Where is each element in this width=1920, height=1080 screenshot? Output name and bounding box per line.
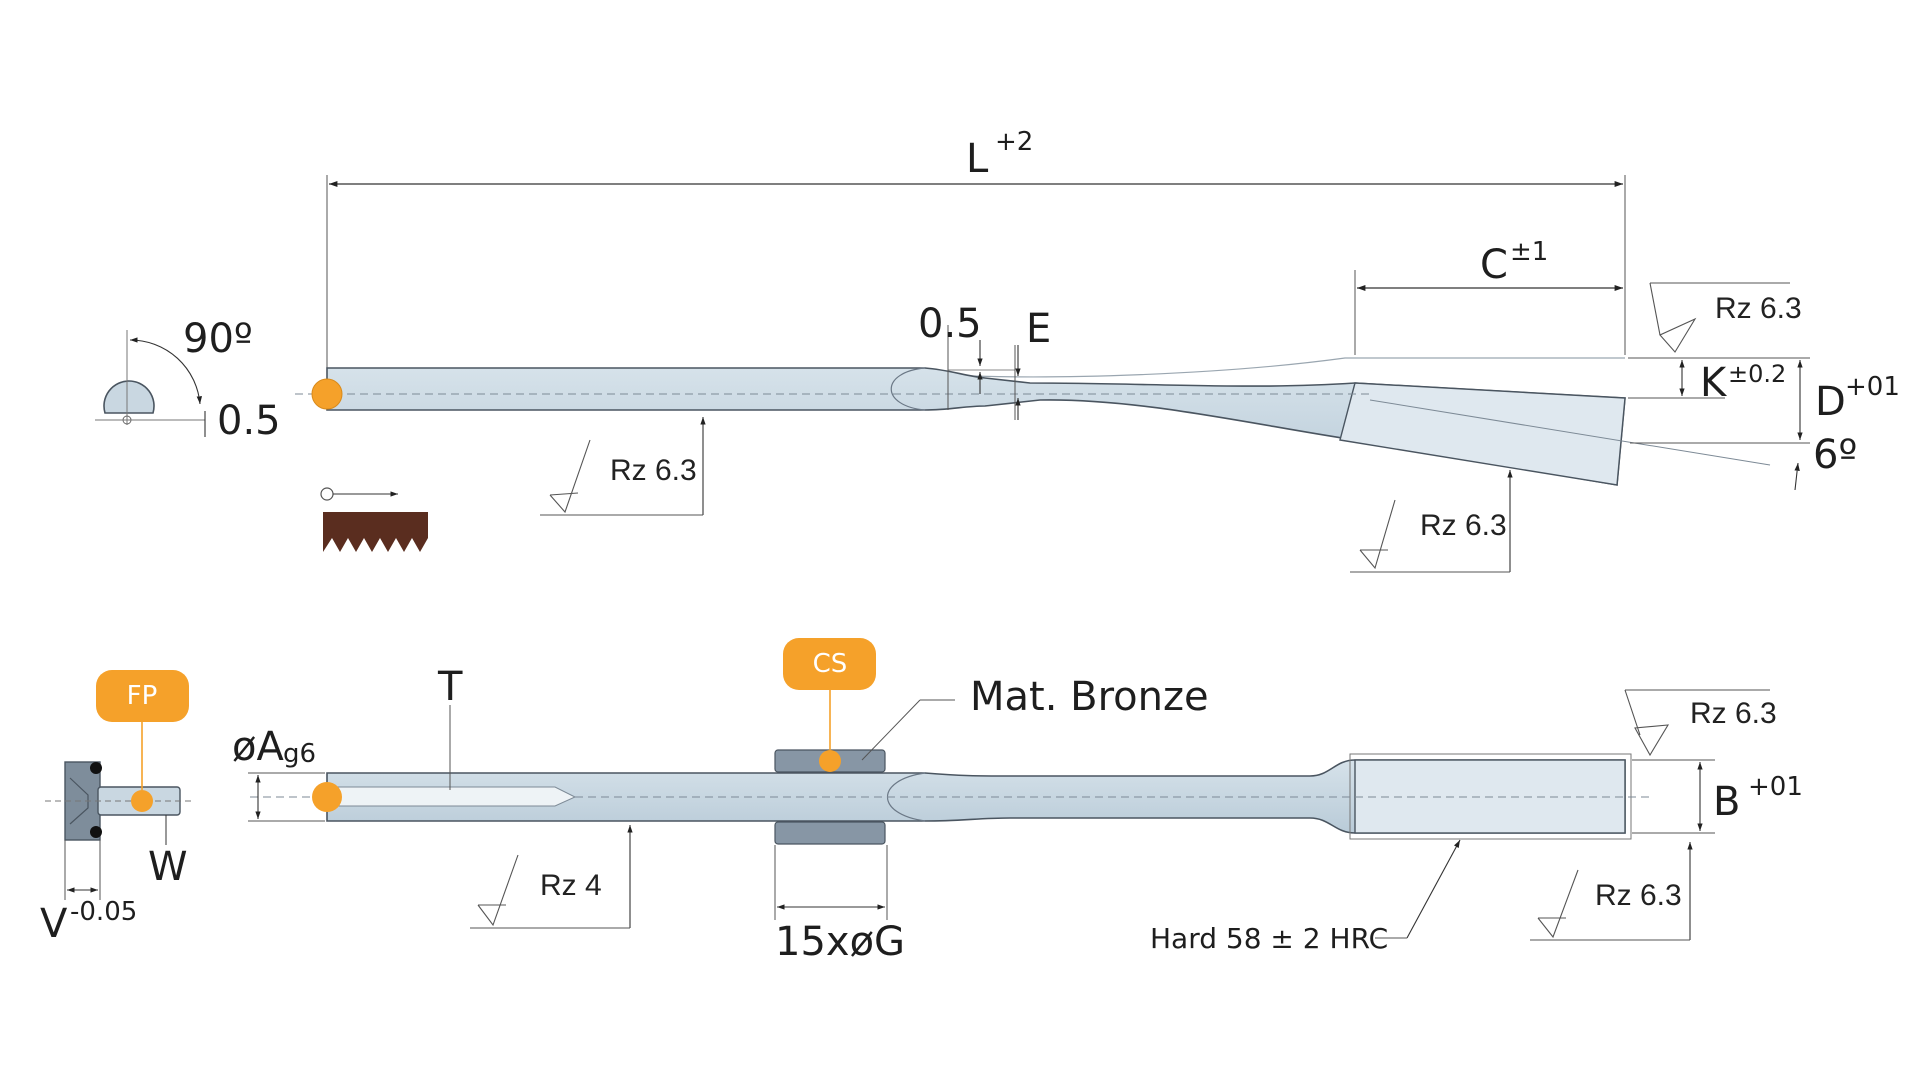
bronze-bushing: CS Mat. Bronze 15xøG (774, 638, 1209, 965)
surface-roughness-triangle-icon (477, 854, 519, 927)
roughness-bottom-shank: Rz 4 (470, 825, 633, 929)
roughness-tip-top: Rz 6.3 (1649, 282, 1802, 353)
bottom-view: FP W V -0.05 CS Mat (40, 638, 1803, 965)
dimension-diameter: øA g6 (232, 724, 325, 822)
fp-badge-label: FP (127, 681, 158, 711)
width-b-tolerance: +01 (1748, 772, 1803, 802)
top-view: L +2 C ±1 (95, 127, 1900, 573)
thread-label: T (437, 664, 463, 710)
neck-e-label: E (1026, 306, 1051, 352)
tip-length-tolerance: ±1 (1510, 237, 1548, 267)
fp-badge (96, 670, 189, 722)
screw-v-label: V (40, 901, 68, 947)
feed-direction (320, 487, 428, 552)
roughness-bottom-tip-bottom: Rz 6.3 (1530, 842, 1693, 941)
material-label: Mat. Bronze (970, 674, 1209, 720)
ejector-blade-body (295, 367, 1771, 486)
diameter-label: øA (232, 724, 284, 770)
thickness-k-tolerance: ±0.2 (1728, 360, 1786, 388)
surface-roughness-triangle-icon (1359, 499, 1396, 570)
rz-tip-top-label: Rz 6.3 (1715, 292, 1802, 325)
dimension-k-d: K ±0.2 D +01 6º (1628, 357, 1900, 491)
taper-angle-label: 6º (1813, 432, 1857, 478)
dimension-tip-c: C ±1 (1354, 237, 1623, 355)
hardness-callout: Hard 58 ± 2 HRC (1150, 839, 1461, 955)
cs-badge-label: CS (813, 649, 848, 679)
length-tolerance: +2 (995, 127, 1033, 157)
surface-roughness-triangle-icon (1624, 689, 1670, 757)
roughness-bottom-tip-top: Rz 6.3 (1624, 689, 1777, 757)
tip-length-label: C (1480, 242, 1508, 288)
screw-v-tolerance: -0.05 (70, 897, 137, 927)
orange-dot-icon (819, 750, 841, 772)
screw-detail: FP W V -0.05 (40, 670, 195, 947)
hardness-label: Hard 58 ± 2 HRC (1150, 922, 1388, 955)
dimension-groove: 0.5 E (918, 301, 1051, 420)
orange-dot-icon (131, 790, 153, 812)
count-g-label: 15xøG (775, 919, 905, 965)
teeth-icon (323, 512, 428, 552)
section-angle-label: 90º (183, 316, 253, 362)
rz-bottom-tip-bottom-label: Rz 6.3 (1595, 879, 1682, 912)
section-view: 90º 0.5 (95, 316, 281, 444)
rz-tip-bottom-label: Rz 6.3 (1420, 509, 1507, 542)
screw-w-label: W (148, 844, 188, 890)
surface-roughness-triangle-icon (549, 439, 591, 514)
orange-dot-icon (311, 378, 343, 410)
length-label: L (966, 136, 989, 182)
rz-bottom-shank-label: Rz 4 (540, 869, 602, 902)
width-b-label: B (1713, 779, 1740, 825)
dimension-width-b: B +01 (1632, 759, 1803, 834)
thickness-k-label: K (1700, 360, 1728, 406)
roughness-shank: Rz 6.3 (540, 417, 706, 516)
height-d-label: D (1815, 379, 1846, 425)
ejector-blade-bottom-body (250, 753, 1650, 840)
roughness-tip-bottom: Rz 6.3 (1350, 470, 1513, 573)
surface-roughness-triangle-icon (1537, 869, 1579, 939)
dimension-length-l: L +2 (326, 127, 1626, 380)
rz-bottom-tip-top-label: Rz 6.3 (1690, 697, 1777, 730)
rz-shank-label: Rz 6.3 (610, 454, 697, 487)
diameter-subscript: g6 (283, 739, 316, 769)
groove-depth-label: 0.5 (918, 301, 982, 347)
section-chamfer-label: 0.5 (217, 398, 281, 444)
surface-roughness-triangle-icon (1649, 282, 1697, 353)
orange-dot-icon (312, 782, 342, 812)
height-d-tolerance: +01 (1845, 372, 1900, 402)
cs-badge (783, 638, 876, 690)
